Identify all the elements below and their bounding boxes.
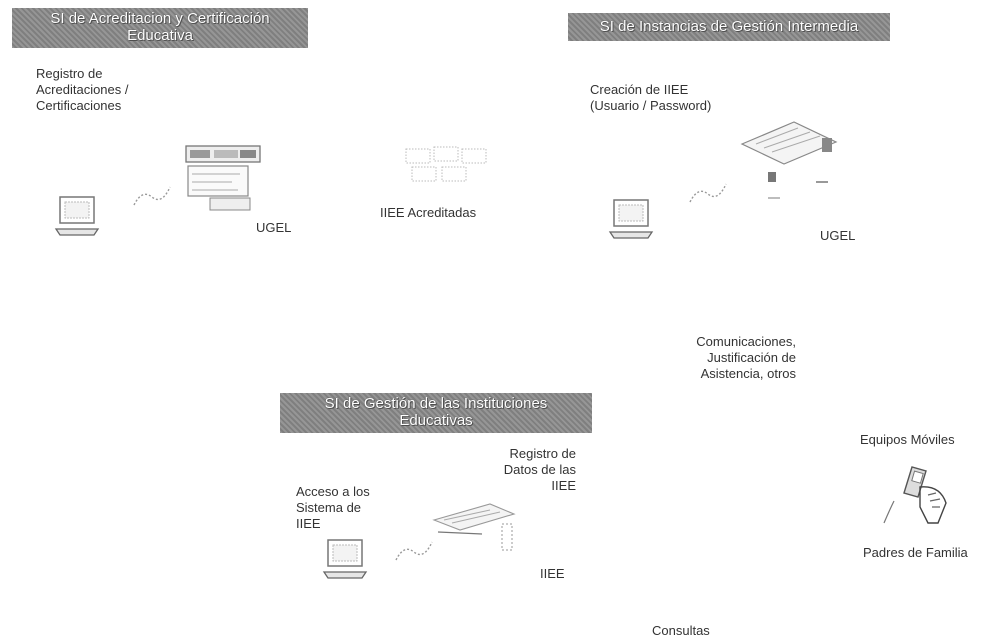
- label-iiee-acreditadas: IIEE Acreditadas: [380, 205, 476, 221]
- label-creacion-iiee: Creación de IIEE (Usuario / Password): [590, 82, 711, 114]
- label-consultas: Consultas: [652, 624, 710, 637]
- label-registro-acreditaciones: Registro de Acreditaciones / Certificaci…: [36, 66, 129, 114]
- banner-si-acreditacion: SI de Acreditacion y Certificación Educa…: [12, 8, 308, 48]
- label-acceso-sistema: Acceso a los Sistema de IIEE: [296, 484, 370, 532]
- mobile-phone-hand-icon: [880, 463, 956, 527]
- label-ugel-left: UGEL: [256, 220, 291, 236]
- server-stack-icon: [180, 140, 266, 212]
- label-registro-datos: Registro de Datos de las IIEE: [498, 446, 576, 494]
- label-ugel-right: UGEL: [820, 228, 855, 244]
- label-comunicaciones: Comunicaciones, Justificación de Asisten…: [668, 334, 796, 382]
- network-link-icon: [132, 183, 172, 209]
- server-rack-icon: [736, 118, 840, 210]
- computer-icon: [322, 538, 370, 582]
- schools-icon: [402, 143, 492, 187]
- label-equipos-moviles: Equipos Móviles: [860, 432, 955, 448]
- banner-si-gestion-ie: SI de Gestión de las Instituciones Educa…: [280, 393, 592, 433]
- label-iiee: IIEE: [540, 566, 565, 582]
- label-padres-de-familia: Padres de Familia: [863, 545, 968, 561]
- server-printer-icon: [430, 498, 516, 556]
- network-link-icon: [688, 180, 728, 206]
- computer-icon: [608, 198, 656, 242]
- network-link-icon: [394, 538, 434, 564]
- computer-icon: [54, 195, 102, 239]
- banner-si-instancias: SI de Instancias de Gestión Intermedia: [568, 13, 890, 41]
